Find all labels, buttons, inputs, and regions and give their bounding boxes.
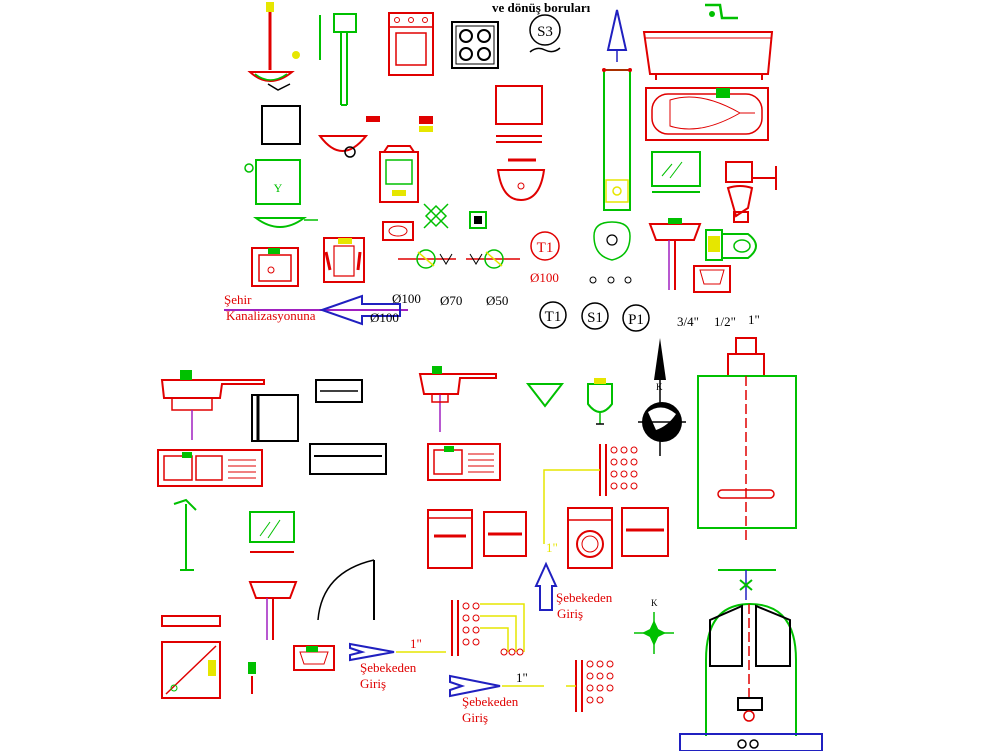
sink-small-plan [382,221,414,241]
range-hood [315,379,363,403]
giris-low-label: Giriş [462,710,488,725]
dishwasher-front [427,509,473,569]
cabinet-front-2 [621,507,669,557]
kitchen-sink-elevation-2 [418,366,497,432]
floor-drain-symbol [423,203,449,229]
pedestal-sink-elevation [648,218,702,290]
s1-marker: S1 [581,302,609,330]
kitchen-sink-small [251,247,299,287]
double-sink-plan [157,449,263,487]
corner-basin [525,383,565,408]
kitchen-sink-elevation [160,370,265,440]
manifold-middle [451,600,525,656]
sebekeden-low-label: Şebekeden [462,694,519,709]
arched-tank [679,569,823,751]
p1-label: P1 [628,312,644,328]
size-12-label: 1/2" [714,314,736,329]
wall-toilet-plan [693,229,757,293]
washbasin-small [318,116,433,158]
faucet-small-green [248,662,256,694]
sebekeden-mid-label: Şebekeden [556,590,613,605]
toilet-elevation [725,161,777,223]
oven-symbol [388,12,434,76]
y-label: Y [274,181,283,195]
supply-arrow-low: 1" Şebekeden Giriş [449,670,544,725]
d50-label: Ø50 [486,293,508,308]
door-swing [317,559,375,621]
bathtub-elevation [642,31,774,80]
t1-red-marker: T1 Ø100 [530,231,560,285]
s3-label: S3 [537,24,553,40]
vent-stack-symbol [602,9,632,211]
supply-arrow-left: 1" Şebekeden Giriş [349,636,446,691]
water-heater-large [697,337,797,540]
fridge-side [251,394,299,442]
k-label: K [656,382,663,392]
shower-small [173,498,197,571]
washing-machine-front [567,507,613,569]
supply-arrow-up: Şebekeden Giriş [534,561,613,621]
compass-k-label: K [651,598,658,608]
giris-mid-label: Giriş [557,606,583,621]
sebekeden-left-label: Şebekeden [360,660,417,675]
pedestal-sink-2 [248,581,298,640]
mirror-symbol [495,85,543,143]
t1-red-label: T1 [537,240,554,256]
d100-red-label: Ø100 [530,270,559,285]
d100-label-b: Ø100 [370,310,399,325]
vanity-green [651,151,701,193]
kanal-label: Kanalizasyonuna [226,308,316,323]
small-sink-bottom [293,645,335,671]
service-sink-symbol [319,13,357,106]
single-sink-plan [427,443,501,481]
boiler-symbol [379,145,419,203]
size-1in-label: 1" [748,312,760,327]
t1-marker: T1 [539,301,567,329]
cabinet-front [483,511,527,557]
washbasin-pedestal-plan [496,158,546,202]
faucet-symbol [705,3,738,20]
manifold-lower [566,660,614,712]
s3-marker: S3 [529,14,561,53]
manifold-upper [543,444,638,544]
counter-top [309,443,387,475]
cooktop-symbol [451,21,499,69]
d100-label-a: Ø100 [392,291,421,306]
valve-row [398,249,520,269]
city-sewer-arrow: Şehir Kanalizasyonuna Ø100 [224,292,408,326]
toilet-bowl-plan [589,221,632,284]
north-globe-symbol: K [638,338,686,456]
sehir-label: Şehir [224,292,252,307]
square-cabinet [261,105,301,145]
header-text: ve dönüş boruları [492,0,591,15]
vanity-green-2 [249,511,295,553]
inch-low-label: 1" [516,670,528,685]
p1-marker: P1 [622,304,650,332]
squat-toilet [323,237,365,283]
inch-left-label: 1" [410,636,422,651]
urinal-symbol [587,378,613,425]
size-34-label: 3/4" [677,314,699,329]
y-box-symbol: Y [244,159,318,228]
giris-left-label: Giriş [360,676,386,691]
shower-symbol [247,2,300,91]
shower-tray [161,615,221,699]
inch-label-mid: 1" [546,540,558,555]
switch-symbol [469,211,487,229]
s1-label: S1 [587,310,603,326]
compass-star: K [634,598,674,654]
t1-label: T1 [545,309,562,325]
d70-label: Ø70 [440,293,462,308]
bathtub-plan [645,87,769,141]
